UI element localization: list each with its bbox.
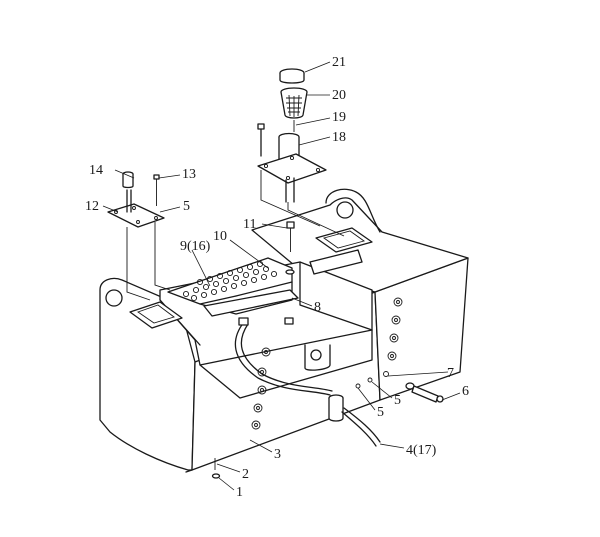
callout-11: 19 [332, 110, 346, 125]
callout-8: 7 [447, 366, 454, 381]
callout-1: 1 [236, 485, 243, 500]
bottom-drain [211, 458, 221, 479]
callout-18: 9(16) [180, 239, 211, 254]
callout-20: 11 [243, 217, 256, 232]
drain-hardware [355, 371, 444, 403]
callout-19: 10 [213, 229, 227, 244]
callout-5-top: 5 [183, 199, 190, 214]
face-bolts-right [387, 297, 403, 361]
callout-13: 21 [332, 55, 346, 70]
callout-10: 18 [332, 130, 346, 145]
face-bolts-left [251, 347, 271, 430]
callout-5-bottom: 5 [377, 405, 384, 420]
callout-6: 5 [394, 393, 401, 408]
fuel-piping [234, 317, 381, 447]
callout-14: 13 [182, 167, 196, 182]
callout-21: 14 [89, 163, 103, 178]
callout-3: 3 [274, 447, 281, 462]
leader-lines [102, 61, 461, 491]
bolt-20 [285, 221, 295, 275]
callout-9-16: 8 [314, 300, 321, 315]
filter-plate [167, 257, 299, 317]
sender-assembly [107, 171, 171, 301]
callout-labels: 21 20 19 18 14 13 12 5 11 10 9(16) 8 7 6… [85, 55, 469, 500]
callout-15: 12 [85, 199, 99, 214]
callout-12: 20 [332, 88, 346, 103]
filler-cap-assembly [257, 68, 345, 237]
callout-4-17: 4(17) [406, 443, 437, 458]
callout-2: 2 [242, 467, 249, 482]
top-flanges [129, 227, 373, 329]
callout-7: 6 [462, 384, 469, 399]
